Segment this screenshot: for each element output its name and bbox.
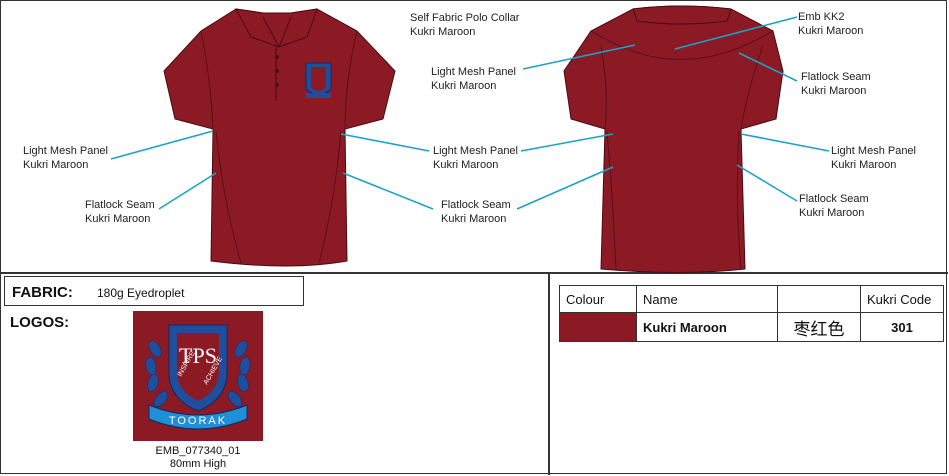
callout-front-left-seam: Flatlock Seam Kukri Maroon — [85, 198, 155, 226]
callout-title: Light Mesh Panel — [23, 145, 108, 157]
callout-center-mesh-mid: Light Mesh Panel Kukri Maroon — [433, 144, 518, 172]
callout-title: Light Mesh Panel — [831, 145, 916, 157]
garment-drawings — [110, 5, 830, 273]
header-colour: Colour — [559, 285, 637, 313]
header-blank — [777, 285, 861, 313]
fabric-label: FABRIC: — [12, 284, 73, 301]
callout-center-seam: Flatlock Seam Kukri Maroon — [441, 198, 511, 226]
callout-colour: Kukri Maroon — [798, 25, 864, 37]
fabric-logo-panel: FABRIC: 180g Eyedroplet LOGOS: — [1, 274, 550, 475]
header-name: Name — [636, 285, 778, 313]
callout-title: Flatlock Seam — [85, 199, 155, 211]
logo-caption: EMB_077340_01 80mm High — [133, 445, 263, 471]
kukri-code: 301 — [860, 312, 944, 342]
colour-table: Colour Name Kukri Code Kukri Maroon 枣红色 … — [559, 285, 944, 342]
callout-colour: Kukri Maroon — [431, 80, 497, 92]
callout-back-seam-upper: Flatlock Seam Kukri Maroon — [801, 70, 871, 98]
logos-label: LOGOS: — [10, 314, 70, 331]
callout-back-seam-lower: Flatlock Seam Kukri Maroon — [799, 192, 869, 220]
emblem-monogram: TPS — [179, 343, 217, 368]
table-row: Kukri Maroon 枣红色 301 — [559, 312, 944, 342]
fabric-value: 180g Eyedroplet — [97, 286, 185, 300]
school-emblem-logo: TPS INSPIRE ACHIEVE TOORAK — [133, 311, 263, 441]
callout-title: Emb KK2 — [798, 11, 845, 23]
callout-title: Light Mesh Panel — [431, 66, 516, 78]
front-polo-shirt — [163, 8, 396, 267]
logo-code: EMB_077340_01 — [155, 445, 241, 457]
colour-swatch-cell — [559, 312, 637, 342]
callout-colour: Kukri Maroon — [410, 26, 476, 38]
emblem-ribbon-text: TOORAK — [169, 415, 227, 427]
colour-table-header: Colour Name Kukri Code — [559, 285, 944, 313]
colour-name-chinese: 枣红色 — [777, 312, 861, 342]
callout-front-left-mesh: Light Mesh Panel Kukri Maroon — [23, 144, 108, 172]
callout-title: Flatlock Seam — [801, 71, 871, 83]
logo-size: 80mm High — [169, 458, 227, 470]
back-polo-shirt — [563, 5, 784, 273]
callout-title: Flatlock Seam — [799, 193, 869, 205]
colour-name: Kukri Maroon — [636, 312, 778, 342]
emblem-graphic: TPS INSPIRE ACHIEVE TOORAK — [145, 324, 251, 430]
callout-front-collar: Self Fabric Polo Collar Kukri Maroon — [410, 11, 519, 39]
callout-back-mesh-right: Light Mesh Panel Kukri Maroon — [831, 144, 916, 172]
callout-colour: Kukri Maroon — [23, 159, 89, 171]
colour-swatch — [560, 313, 636, 341]
callout-back-emb: Emb KK2 Kukri Maroon — [798, 10, 863, 38]
callout-colour: Kukri Maroon — [85, 213, 151, 225]
callout-colour: Kukri Maroon — [801, 85, 867, 97]
header-kukri-code: Kukri Code — [860, 285, 944, 313]
callout-center-mesh-upper: Light Mesh Panel Kukri Maroon — [431, 65, 516, 93]
fabric-box: FABRIC: 180g Eyedroplet — [4, 276, 304, 306]
callout-colour: Kukri Maroon — [441, 213, 507, 225]
callout-colour: Kukri Maroon — [799, 207, 865, 219]
callout-title: Self Fabric Polo Collar — [410, 12, 520, 24]
callout-colour: Kukri Maroon — [433, 159, 499, 171]
callout-title: Light Mesh Panel — [433, 145, 518, 157]
callout-title: Flatlock Seam — [441, 199, 511, 211]
garment-illustration-area: Light Mesh Panel Kukri Maroon Flatlock S… — [1, 1, 948, 274]
callout-lines — [110, 16, 830, 210]
callout-colour: Kukri Maroon — [831, 159, 897, 171]
